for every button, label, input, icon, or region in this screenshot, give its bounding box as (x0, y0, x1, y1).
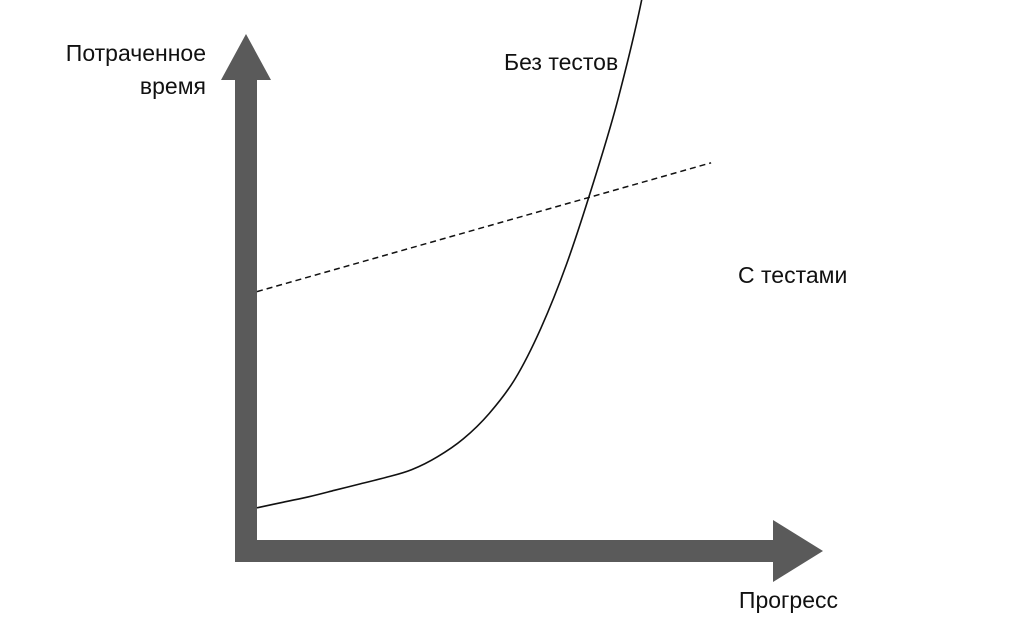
series-line-bez-testov (256, 0, 643, 509)
y-axis-label-line-2: время (140, 73, 206, 99)
x-axis-arrow (235, 520, 823, 582)
y-axis-label-line-1: Потраченное (66, 40, 206, 66)
series-line-s-testami (256, 162, 712, 293)
axes (221, 34, 823, 582)
series-label-s-testami: С тестами (738, 262, 847, 288)
x-axis-label: Прогресс (739, 587, 838, 613)
series-label-bez-testov: Без тестов (504, 49, 618, 75)
series-layer (256, 0, 712, 509)
y-axis-arrow (221, 34, 271, 562)
